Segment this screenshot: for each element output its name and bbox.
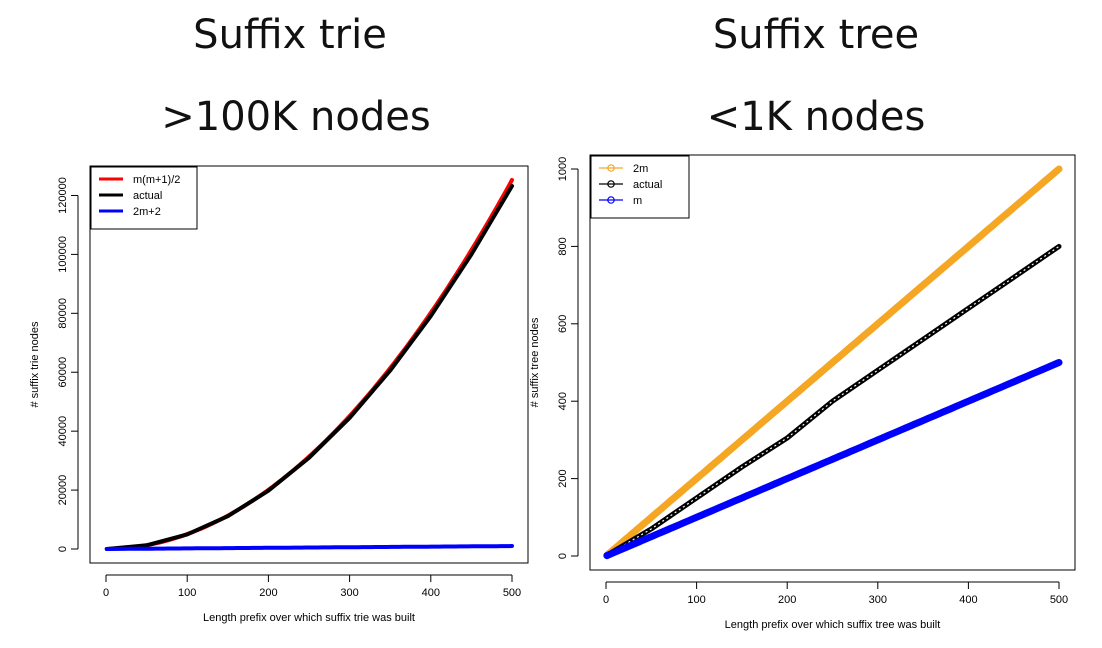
- chart1-x-tick-label: 300: [340, 587, 358, 599]
- chart1-x-tick-label: 100: [178, 587, 196, 599]
- chart2-y-tick-label: 400: [557, 392, 569, 410]
- chart1-x-tick-label: 200: [259, 587, 277, 599]
- chart2-series-2m: [603, 165, 1063, 559]
- chart2-x-tick-label: 400: [959, 594, 977, 606]
- chart1-y-tick-label: 80000: [57, 298, 69, 329]
- chart1-legend-label: 2m+2: [133, 206, 161, 218]
- chart1-legend-box: [90, 166, 198, 230]
- chart2-x-tick-label: 0: [603, 594, 609, 606]
- chart1-x-axis-title: Length prefix over which suffix trie was…: [203, 612, 415, 624]
- chart1-plot-frame: [89, 165, 529, 564]
- chart2-x-tick-label: 100: [687, 594, 705, 606]
- chart2-x-tick-label: 500: [1050, 594, 1068, 606]
- chart2-x-tick-label: 200: [778, 594, 796, 606]
- chart2-y-tick-label: 800: [557, 237, 569, 255]
- chart2-y-tick-label: 1000: [557, 157, 569, 181]
- chart2-legend-label: m: [633, 195, 642, 207]
- chart2-legend-marker: [607, 196, 615, 204]
- chart1-series-2m-2: [104, 544, 514, 551]
- chart1-x-tick-label: 500: [503, 587, 521, 599]
- chart2-y-tick-label: 200: [557, 469, 569, 487]
- chart2-legend-label: actual: [633, 179, 662, 191]
- chart1-y-tick-label: 100000: [57, 236, 69, 273]
- chart1-x-tick-label: 400: [422, 587, 440, 599]
- chart2-legend-label: 2m: [633, 163, 648, 175]
- chart1-series-actual: [104, 184, 514, 551]
- chart1-legend-label: m(m+1)/2: [133, 174, 180, 186]
- chart2-y-tick-label: 600: [557, 315, 569, 333]
- tree-subheading: <1K nodes: [706, 94, 926, 140]
- chart2-x-tick-label: 300: [869, 594, 887, 606]
- chart1-y-tick-label: 60000: [57, 357, 69, 388]
- chart2-legend-marker: [607, 164, 615, 172]
- chart1-series-m-m-1-2: [104, 178, 514, 551]
- chart1-y-tick-label: 40000: [57, 416, 69, 447]
- tree-heading: Suffix tree: [712, 12, 920, 58]
- trie-heading: Suffix trie: [193, 12, 387, 58]
- chart1-y-tick-label: 20000: [57, 475, 69, 506]
- chart1-y-axis-title: # suffix trie nodes: [29, 321, 41, 408]
- trie-subheading: >100K nodes: [161, 94, 431, 140]
- chart2-y-tick-label: 0: [557, 553, 569, 559]
- chart2-plot-frame: [589, 154, 1076, 571]
- chart2-legend-marker: [607, 180, 615, 188]
- chart2-x-axis-title: Length prefix over which suffix tree was…: [725, 619, 941, 631]
- chart2-series-actual-marker-texture: [606, 245, 1060, 556]
- chart2-y-axis-title: # suffix tree nodes: [529, 317, 541, 407]
- chart2-legend-box: [590, 155, 690, 219]
- chart1-legend-label: actual: [133, 190, 162, 202]
- chart1-y-tick-label: 0: [57, 546, 69, 552]
- chart1-y-tick-label: 120000: [57, 177, 69, 214]
- chart2-series-m: [603, 359, 1063, 560]
- chart1-x-tick-label: 0: [103, 587, 109, 599]
